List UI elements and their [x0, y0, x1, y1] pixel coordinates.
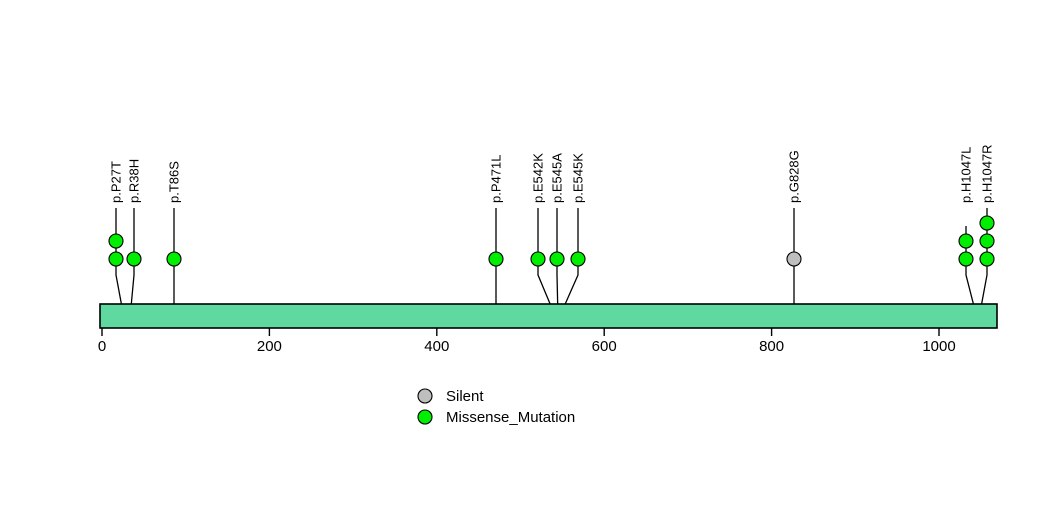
legend-marker-silent[interactable]: [417, 388, 433, 404]
protein-domain-track: [99, 303, 998, 329]
mutation-dot-p-E545A[interactable]: [549, 251, 565, 267]
legend-label-silent[interactable]: Silent: [446, 388, 484, 405]
x-axis: 0 200 400 600 800 1000: [98, 328, 956, 355]
legend-marker-missense_mutation[interactable]: [417, 409, 433, 425]
mutation-label-p-E545A: p.E545A: [550, 153, 565, 203]
axis-tick-label-400: 400: [424, 338, 449, 355]
axis-tick-label-600: 600: [592, 338, 617, 355]
mutation-dot-p-E542K[interactable]: [530, 251, 546, 267]
mutation-dot-p-P471L[interactable]: [488, 251, 504, 267]
mutation-dot-p-H1047L[interactable]: [958, 233, 974, 249]
axis-tick-label-0: 0: [98, 338, 106, 355]
mutation-dot-p-E545K[interactable]: [570, 251, 586, 267]
mutation-label-p-H1047L: p.H1047L: [959, 147, 974, 203]
mutation-dot-p-G828G[interactable]: [786, 251, 802, 267]
mutation-dot-p-P27T[interactable]: [108, 251, 124, 267]
mutation-dot-p-H1047R[interactable]: [979, 251, 995, 267]
mutation-label-p-R38H: p.R38H: [127, 159, 142, 203]
mutation-dot-p-H1047L[interactable]: [958, 251, 974, 267]
mutation-label-p-P27T: p.P27T: [109, 161, 124, 203]
mutation-dot-p-H1047R[interactable]: [979, 233, 995, 249]
mutation-label-p-T86S: p.T86S: [167, 161, 182, 203]
mutation-label-p-E545K: p.E545K: [571, 153, 586, 203]
mutation-dot-p-R38H[interactable]: [126, 251, 142, 267]
mutation-label-p-P471L: p.P471L: [489, 155, 504, 203]
mutation-label-p-E542K: p.E542K: [531, 153, 546, 203]
mutation-dot-p-H1047R[interactable]: [979, 215, 995, 231]
mutation-dot-p-T86S[interactable]: [166, 251, 182, 267]
axis-tick-label-1000: 1000: [922, 338, 955, 355]
mutation-dot-p-P27T[interactable]: [108, 233, 124, 249]
mutation-label-p-H1047R: p.H1047R: [980, 144, 995, 203]
axis-tick-label-800: 800: [759, 338, 784, 355]
mutation-label-p-G828G: p.G828G: [787, 150, 802, 203]
legend-label-missense_mutation[interactable]: Missense_Mutation: [446, 409, 575, 426]
axis-tick-label-200: 200: [257, 338, 282, 355]
mutation-dots-group: [108, 215, 995, 267]
domain-track-bar: [99, 303, 998, 329]
